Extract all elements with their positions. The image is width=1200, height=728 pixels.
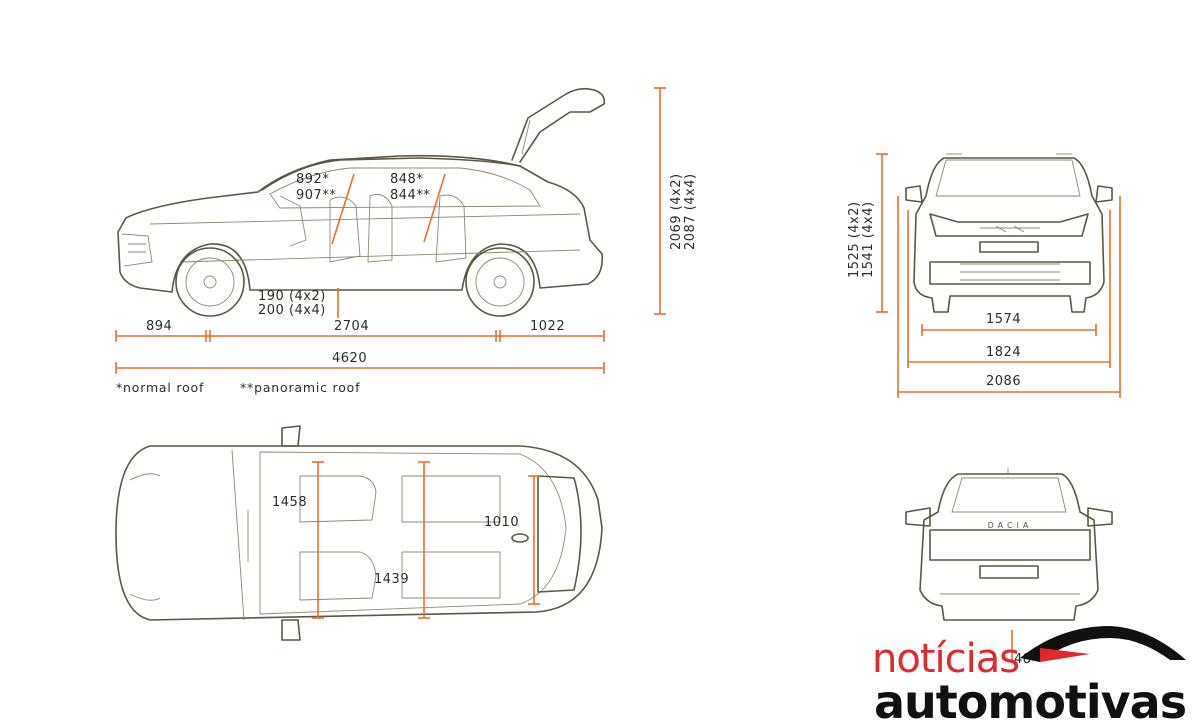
logo-automotivas: automotivas (874, 675, 1186, 728)
front-height-4x4: 1541 (4x4) (861, 201, 876, 278)
tailgate-height-4x4: 2087 (4x4) (683, 173, 698, 250)
rear-brand-badge: DACIA (988, 521, 1033, 530)
red-swoosh-icon (1040, 648, 1090, 662)
mirror-width: 2086 (986, 374, 1021, 389)
top-view-dimension-lines (312, 461, 540, 619)
front-track: 1574 (986, 312, 1021, 327)
overall-length: 4620 (332, 351, 367, 366)
rear-overhang: 1022 (530, 319, 565, 334)
rear-elbow-width: 1439 (374, 572, 409, 587)
front-overhang: 894 (146, 319, 172, 334)
note-normal-roof: *normal roof (116, 380, 204, 395)
ground-clearance-4x4: 200 (4x4) (258, 303, 326, 318)
top-view-car (115, 425, 603, 641)
front-view-dimension-lines (876, 153, 1121, 398)
headroom-front-normal: 892* (296, 172, 329, 187)
headroom-rear-normal: 848* (390, 172, 423, 187)
side-view-car (117, 87, 606, 317)
boot-width: 1010 (484, 515, 519, 530)
tailgate-height-line (654, 87, 666, 315)
front-elbow-width: 1458 (272, 495, 307, 510)
noticias-automotivas-logo: notícias automotivas (872, 626, 1187, 728)
tailgate-height-4x2: 2069 (4x2) (669, 173, 684, 250)
headroom-rear-panoramic: 844** (390, 188, 430, 203)
headroom-front-panoramic: 907** (296, 188, 336, 203)
front-view-car (905, 153, 1113, 313)
ground-clearance-4x2: 190 (4x2) (258, 289, 326, 304)
note-panoramic-roof: **panoramic roof (240, 380, 360, 395)
logo-noticias: notícias (872, 636, 1019, 682)
rear-view-car (905, 468, 1113, 621)
front-height-4x2: 1525 (4x2) (847, 201, 862, 278)
car-silhouette-icon (1020, 626, 1186, 662)
length-dimension-lines (115, 330, 605, 374)
wheelbase: 2704 (334, 319, 369, 334)
headroom-lines (331, 173, 446, 245)
body-width: 1824 (986, 345, 1021, 360)
